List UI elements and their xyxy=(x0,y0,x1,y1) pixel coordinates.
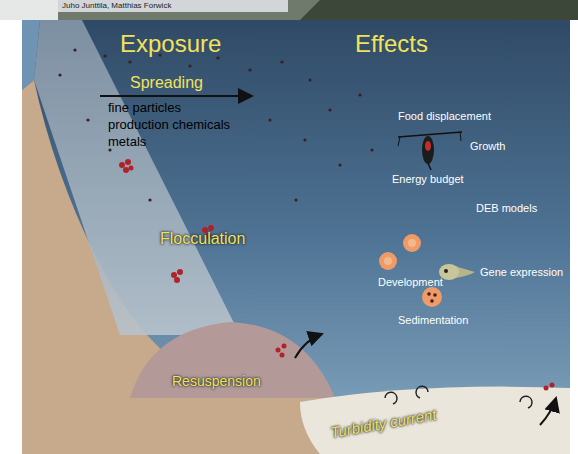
effect-label: Growth xyxy=(470,140,505,153)
egg-figures xyxy=(379,234,442,307)
effect-label: Sedimentation xyxy=(398,314,468,327)
process-label: Resuspension xyxy=(172,373,261,389)
exposure-item: fine particles xyxy=(108,101,181,116)
effect-label: Gene expression xyxy=(480,266,563,279)
effect-label: DEB models xyxy=(476,202,537,215)
process-label: Flocculation xyxy=(160,230,245,248)
author-credit: Juho Junttila, Matthias Forwick xyxy=(62,1,171,10)
exposure-item: metals xyxy=(108,135,146,150)
effect-label: Food displacement xyxy=(398,110,491,123)
larva-figure xyxy=(439,264,475,280)
process-label: Spreading xyxy=(130,74,203,92)
section-heading: Exposure xyxy=(120,30,221,58)
effect-label: Development xyxy=(378,276,443,289)
effect-label: Energy budget xyxy=(392,173,464,186)
exposure-item: production chemicals xyxy=(108,118,230,133)
section-heading: Effects xyxy=(355,30,428,58)
copepod-figure xyxy=(398,132,462,170)
